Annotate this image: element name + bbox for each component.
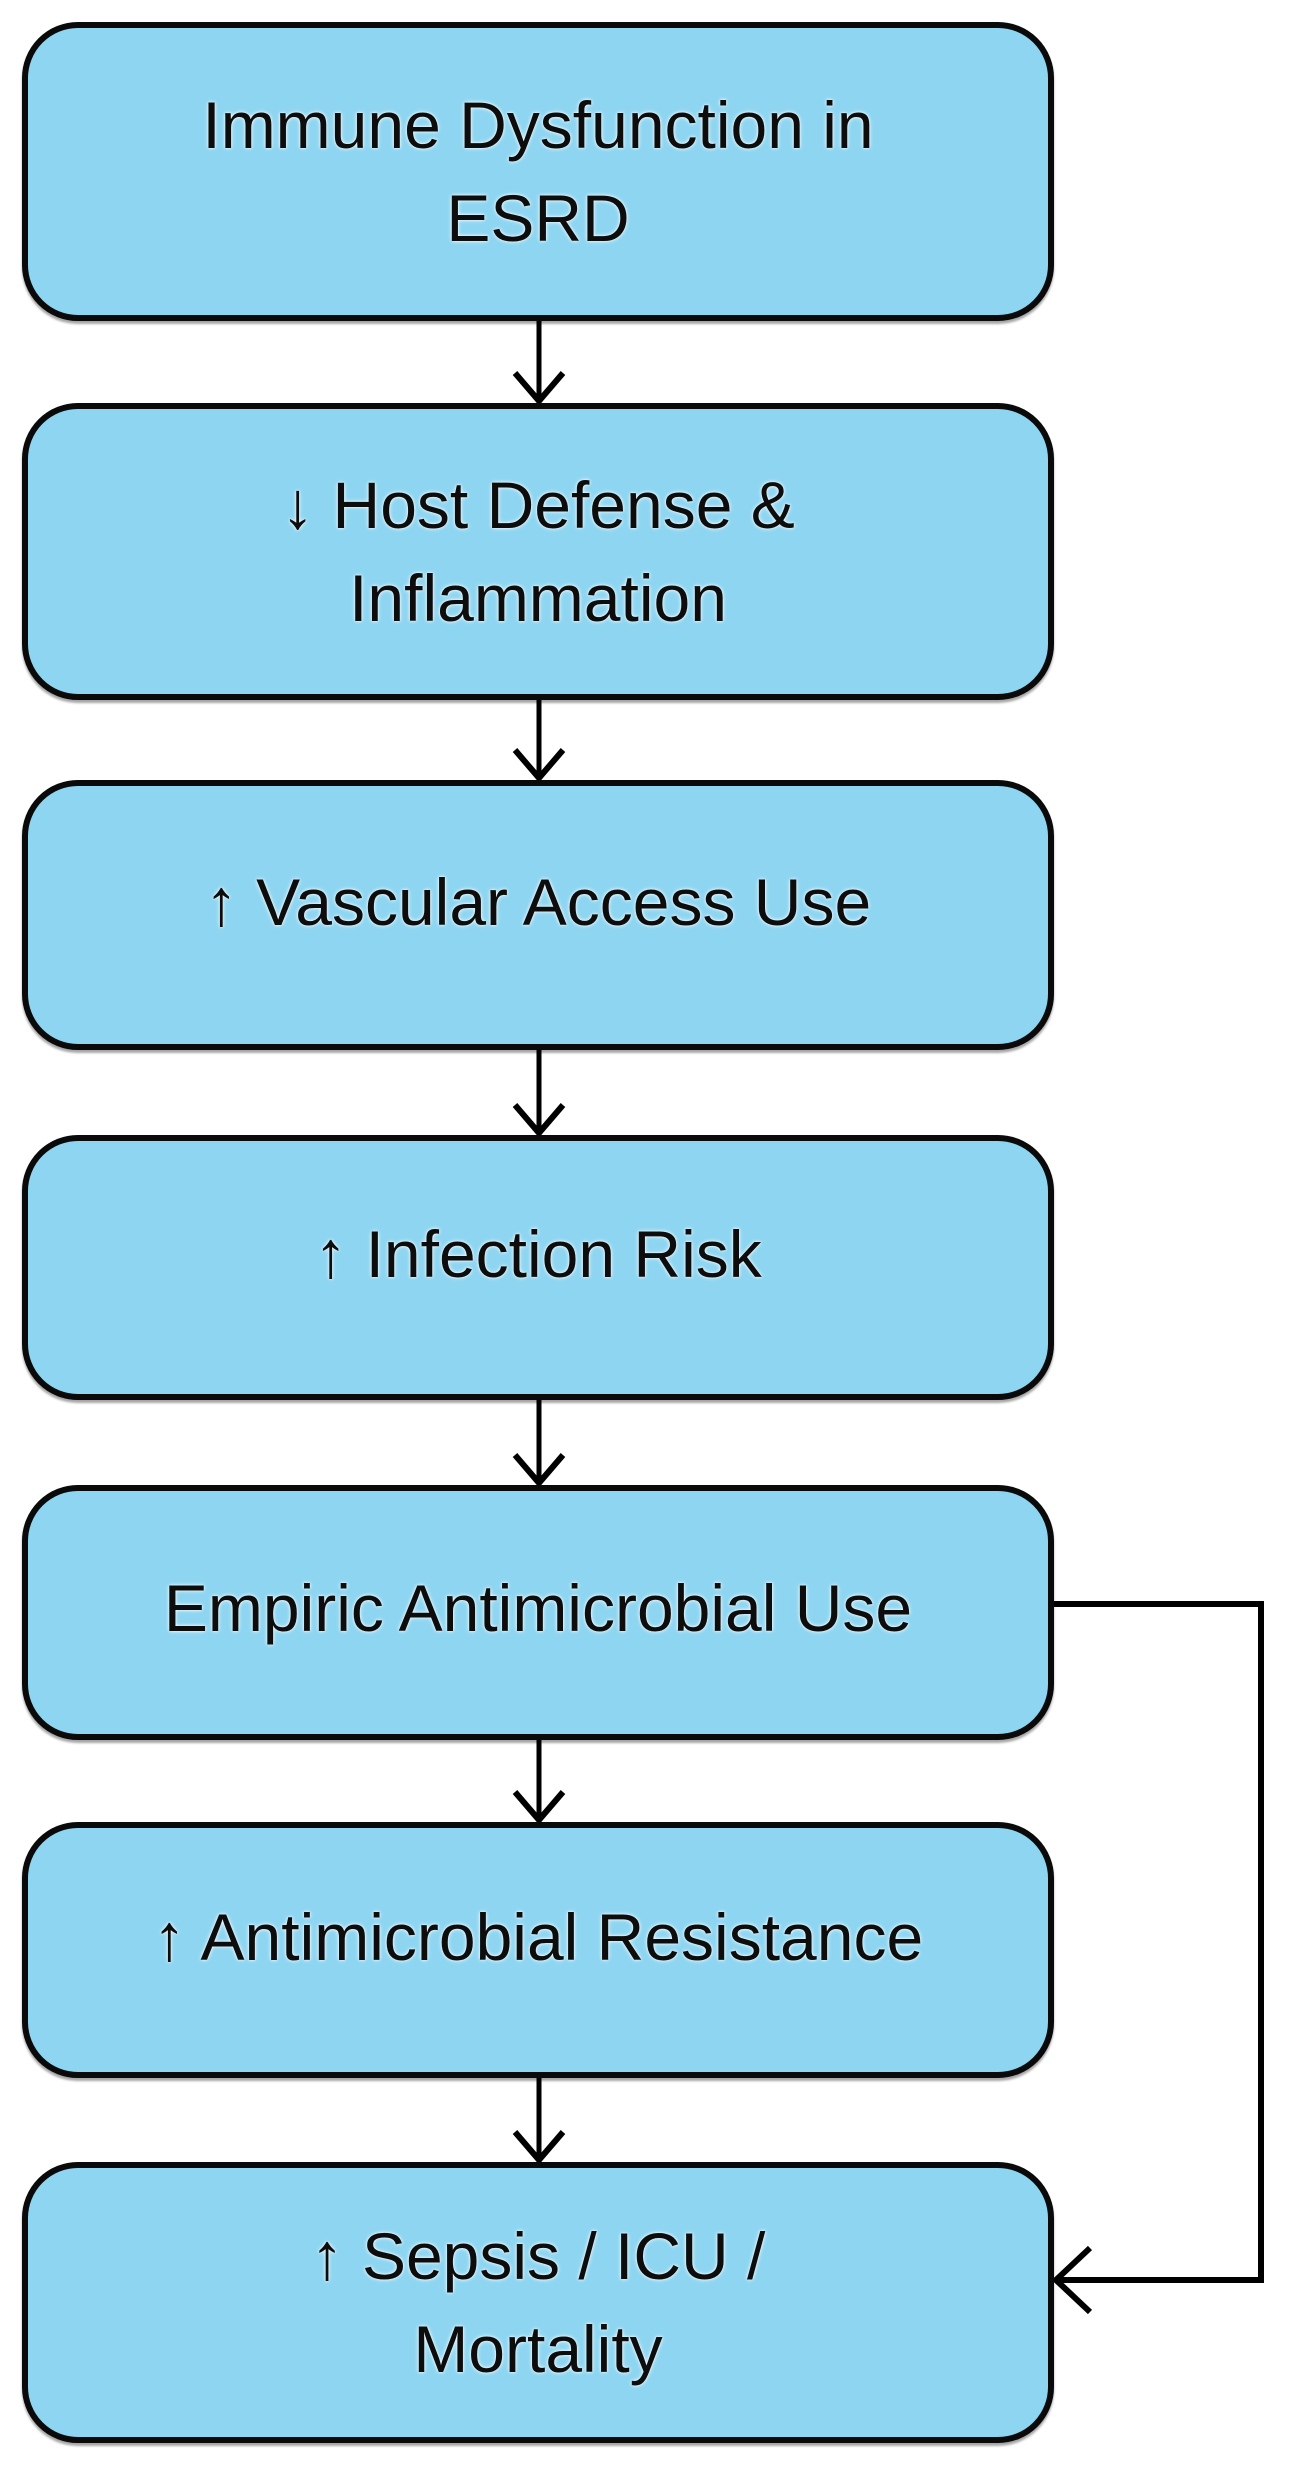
arrow-down-4 xyxy=(512,1397,566,1488)
arrow-down-6 xyxy=(512,2075,566,2165)
arrow-down-3 xyxy=(512,1047,566,1138)
node-infection-risk-label: ↑ Infection Risk xyxy=(314,1217,762,1292)
node-vascular-access: ↑ Vascular Access Use xyxy=(22,780,1054,1050)
node-antimicrobial-resistance: ↑ Antimicrobial Resistance xyxy=(22,1822,1054,2078)
node-sepsis-icu-mortality: ↑ Sepsis / ICU / Mortality xyxy=(22,2162,1054,2443)
node-immune-dysfunction: Immune Dysfunction in ESRD xyxy=(22,22,1054,321)
node-vascular-access-label: ↑ Vascular Access Use xyxy=(204,864,872,939)
feedback-arrow xyxy=(1051,1601,1264,2315)
node-host-defense: ↓ Host Defense & Inflammation xyxy=(22,403,1054,700)
node-empiric-antimicrobial-use: Empiric Antimicrobial Use xyxy=(22,1485,1054,1740)
node-empiric-antimicrobial-use-label: Empiric Antimicrobial Use xyxy=(163,1571,913,1646)
node-infection-risk: ↑ Infection Risk xyxy=(22,1135,1054,1400)
arrow-down-1 xyxy=(512,318,566,406)
arrow-down-5 xyxy=(512,1737,566,1825)
node-host-defense-label: ↓ Host Defense & Inflammation xyxy=(281,468,795,635)
arrow-down-2 xyxy=(512,697,566,783)
node-immune-dysfunction-label: Immune Dysfunction in ESRD xyxy=(202,88,874,255)
node-antimicrobial-resistance-label: ↑ Antimicrobial Resistance xyxy=(152,1899,924,1974)
node-sepsis-icu-mortality-label: ↑ Sepsis / ICU / Mortality xyxy=(310,2219,766,2386)
